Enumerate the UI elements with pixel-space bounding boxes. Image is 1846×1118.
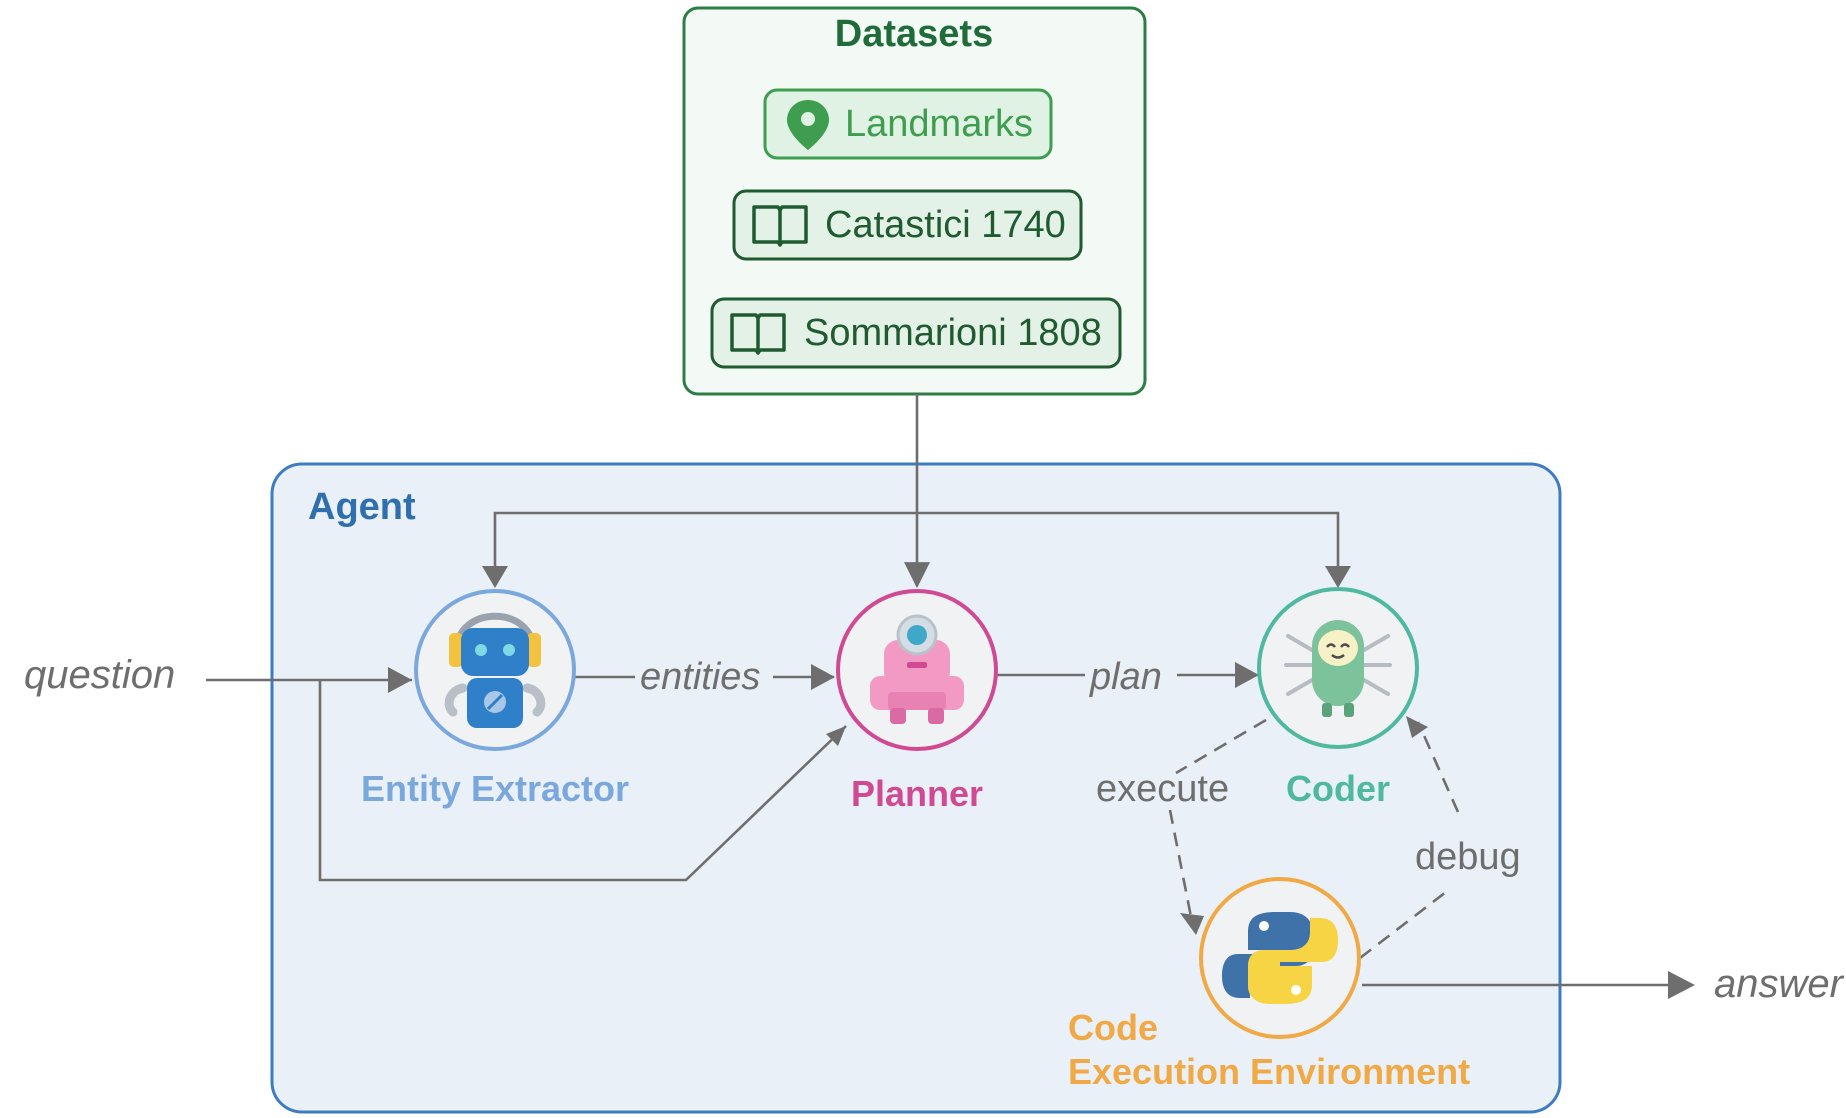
edge-label-execute: execute	[1096, 768, 1229, 810]
agent-title: Agent	[308, 486, 416, 528]
edge-question-planner	[318, 680, 847, 882]
edge-label-entities: entities	[640, 656, 760, 698]
entity-extractor-label: Entity Extractor	[361, 768, 629, 809]
env-label-line1: Code	[1068, 1007, 1158, 1048]
arrowhead	[1325, 566, 1351, 588]
node-planner[interactable]	[836, 589, 998, 751]
input-label: question	[24, 653, 175, 697]
edge-shared-bus	[493, 511, 1340, 586]
node-entity-extractor[interactable]	[414, 589, 576, 751]
datasets-panel: Datasets Landmarks Catastici 1740	[682, 6, 1147, 396]
arrowhead	[482, 566, 508, 588]
edge-label-debug: debug	[1415, 836, 1521, 878]
dataset-chip-catastici[interactable]: Catastici 1740	[732, 189, 1083, 261]
dataset-label: Sommarioni 1808	[804, 312, 1102, 354]
map-pin-icon	[787, 100, 829, 150]
datasets-title: Datasets	[835, 13, 993, 55]
arrowhead	[1668, 971, 1695, 999]
arrowhead	[826, 726, 846, 746]
blue-robot-icon	[444, 612, 546, 728]
book-icon	[730, 313, 786, 355]
dataset-chip-sommarioni[interactable]: Sommarioni 1808	[710, 297, 1122, 369]
dataset-chip-landmarks[interactable]: Landmarks	[763, 88, 1053, 160]
arrowhead	[1235, 662, 1259, 688]
coder-label: Coder	[1286, 768, 1390, 809]
arrowhead	[1406, 716, 1428, 738]
arrowhead	[388, 667, 412, 693]
arrowhead	[1180, 913, 1204, 935]
arrowhead	[811, 664, 835, 690]
planner-label: Planner	[851, 773, 983, 814]
book-icon	[752, 205, 808, 247]
edges	[206, 394, 1695, 999]
python-icon	[1222, 912, 1338, 1004]
edge-debug	[1359, 890, 1447, 960]
node-code-execution-environment[interactable]	[1199, 877, 1361, 1039]
dataset-label: Landmarks	[845, 103, 1033, 145]
node-coder[interactable]	[1257, 587, 1419, 749]
env-label-line2: Execution Environment	[1068, 1051, 1470, 1092]
edge-execute	[1168, 809, 1194, 923]
edge-execute	[1175, 718, 1267, 775]
output-label: answer	[1714, 962, 1845, 1006]
edge-label-plan: plan	[1089, 656, 1162, 698]
green-robot-icon	[1284, 620, 1392, 717]
pink-robot-icon	[870, 614, 964, 724]
edge-debug	[1416, 721, 1460, 813]
dataset-label: Catastici 1740	[825, 204, 1066, 246]
